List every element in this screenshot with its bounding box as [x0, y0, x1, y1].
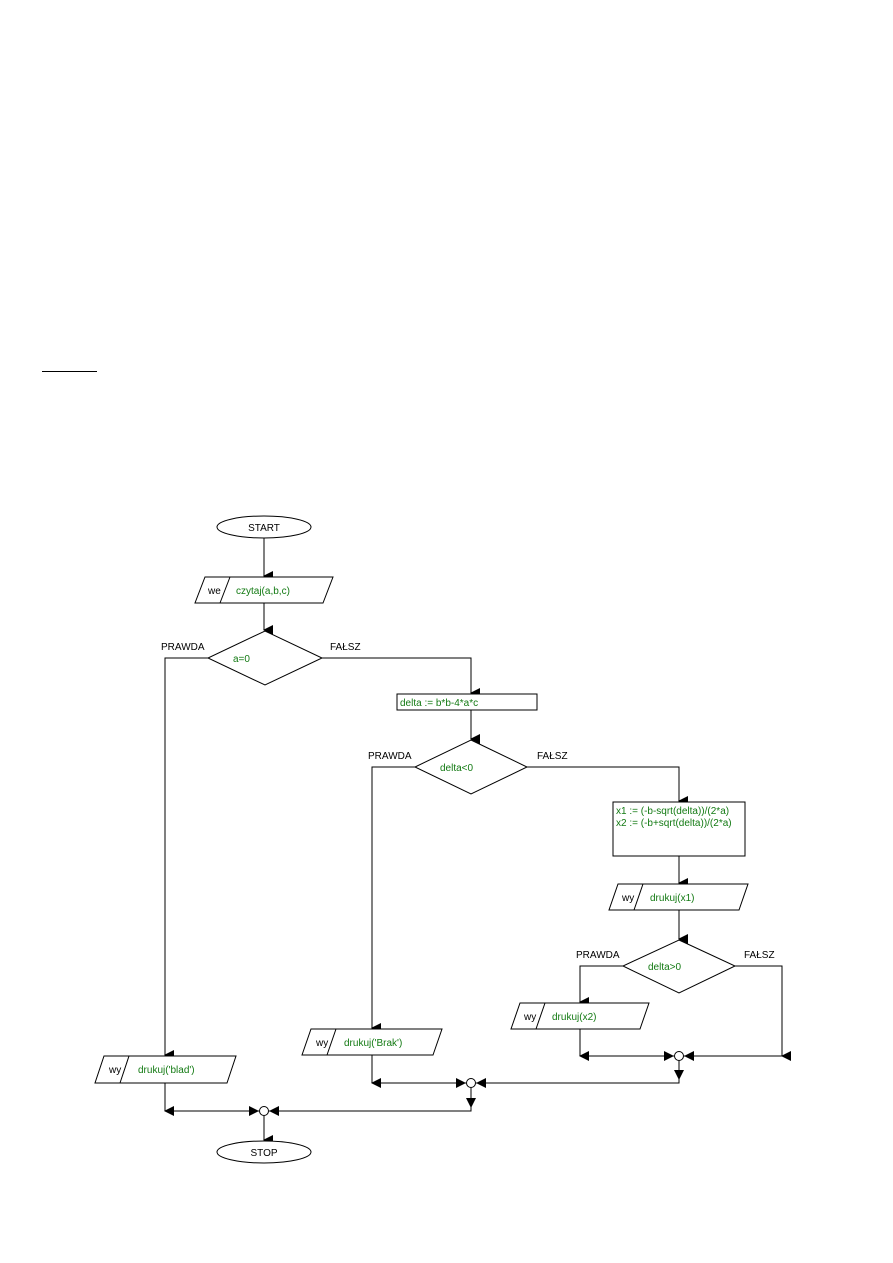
- decision-delta-pos-false-label: FAŁSZ: [744, 950, 775, 961]
- input-tag: we: [207, 586, 221, 597]
- decision-delta-neg-condition: delta<0: [440, 763, 474, 774]
- assign-root-x2: x2 := (-b+sqrt(delta))/(2*a): [616, 818, 732, 829]
- input-text: czytaj(a,b,c): [236, 586, 290, 597]
- output-brak-text: drukuj('Brak'): [344, 1038, 402, 1049]
- decision-delta-neg-true-label: PRAWDA: [368, 751, 412, 762]
- decision-a-false-label: FAŁSZ: [330, 642, 361, 653]
- start-terminal: START: [216, 515, 312, 539]
- output-blad-tag: wy: [108, 1065, 121, 1076]
- arrow-head: [684, 1051, 694, 1061]
- flow-arrow: [527, 766, 688, 806]
- stop-terminal: STOP: [216, 1140, 312, 1164]
- flow-arrow: [371, 766, 415, 1033]
- output-x1-block: wy drukuj(x1): [608, 883, 749, 911]
- output-x2-text: drukuj(x2): [552, 1012, 596, 1023]
- stop-label: STOP: [250, 1148, 277, 1159]
- flow-line: [476, 1061, 680, 1084]
- output-brak-block: wy drukuj('Brak'): [301, 1028, 443, 1056]
- arrow-head: [466, 1098, 476, 1108]
- decision-delta-neg-false-label: FAŁSZ: [537, 751, 568, 762]
- merge-connector: [466, 1078, 476, 1088]
- decision-delta-pos-condition: delta>0: [648, 962, 682, 973]
- arrow-head: [269, 1106, 279, 1116]
- merge-connector: [259, 1106, 269, 1116]
- input-block: we czytaj(a,b,c): [194, 576, 334, 604]
- merge-connector: [674, 1051, 684, 1061]
- assign-root-x1: x1 := (-b-sqrt(delta))/(2*a): [616, 806, 729, 817]
- decision-a-condition: a=0: [233, 654, 250, 665]
- decision-delta-pos-true-label: PRAWDA: [576, 950, 620, 961]
- start-label: START: [248, 523, 280, 534]
- assign-delta-text: delta := b*b-4*a*c: [400, 698, 478, 709]
- page-underline-rule: [42, 371, 97, 372]
- flow-arrow: [322, 657, 480, 698]
- arrow-head: [249, 1106, 259, 1116]
- output-x2-tag: wy: [523, 1012, 536, 1023]
- flow-arrow: [735, 965, 791, 1061]
- output-x1-text: drukuj(x1): [650, 893, 694, 904]
- flow-arrow: [164, 657, 208, 1060]
- decision-delta-negative: delta<0 PRAWDA FAŁSZ: [368, 739, 568, 795]
- decision-delta-positive: delta>0 PRAWDA FAŁSZ: [576, 939, 775, 994]
- decision-a-true-label: PRAWDA: [161, 642, 205, 653]
- flow-line: [269, 1088, 472, 1112]
- decision-a-zero: a=0 PRAWDA FAŁSZ: [161, 630, 361, 686]
- output-brak-tag: wy: [315, 1038, 328, 1049]
- assign-delta-block: delta := b*b-4*a*c: [396, 693, 538, 711]
- arrow-head: [664, 1051, 674, 1061]
- output-x1-tag: wy: [621, 893, 634, 904]
- flow-arrow: [579, 965, 623, 1007]
- assign-roots-block: x1 := (-b-sqrt(delta))/(2*a) x2 := (-b+s…: [612, 801, 746, 857]
- arrow-head: [456, 1078, 466, 1088]
- arrow-head: [674, 1070, 684, 1080]
- output-blad-block: wy drukuj('blad'): [94, 1055, 237, 1084]
- arrow-head: [476, 1078, 486, 1088]
- output-blad-text: drukuj('blad'): [138, 1065, 195, 1076]
- output-x2-block: wy drukuj(x2): [510, 1002, 650, 1030]
